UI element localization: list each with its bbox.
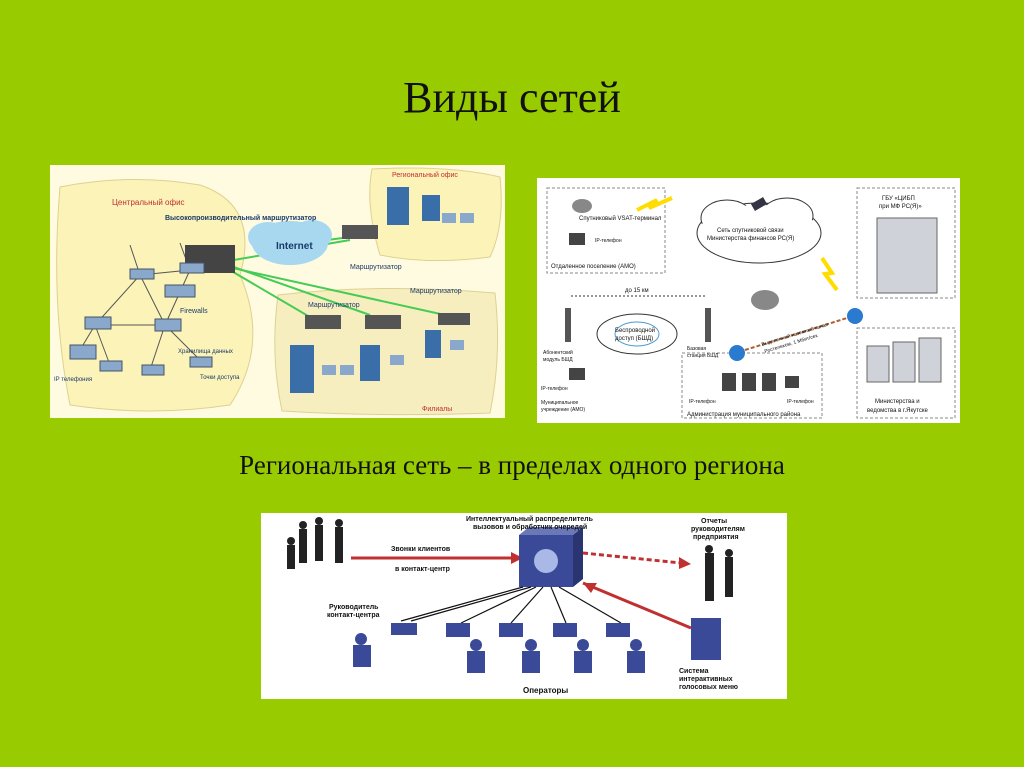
municipal-line1: Муниципальное (541, 400, 578, 406)
wireless-cloud (596, 313, 678, 355)
slide-title: Виды сетей (403, 73, 621, 122)
ministries-line2: ведомства в г.Якутске (867, 408, 929, 414)
vsat-line: Спутниковый VSAT-терминал (579, 215, 662, 222)
manager-line1: Руководитель (329, 604, 379, 611)
enterprise-network-diagram: Internet Центральный офис Высо (50, 165, 505, 418)
gbu-building (876, 217, 938, 294)
wireless-line1: Беспроводной (615, 327, 655, 334)
base-line1: Базовая (687, 346, 706, 352)
calls-line1: Звонки клиентов (391, 546, 451, 553)
terminal-access-label: Точки доступа (200, 375, 240, 381)
wireless-line2: доступ (БШД) (615, 336, 653, 342)
distributor-line2: вызовов и обработчик очередей (473, 523, 587, 531)
base-antenna (705, 308, 711, 342)
reports-line3: предприятия (693, 534, 739, 541)
branches-label: Филиалы (422, 406, 452, 413)
admin-box (681, 352, 823, 419)
internet-label: Internet (276, 241, 313, 252)
satellite-cloud (696, 197, 822, 264)
router-b-label: Маршрутизатор (410, 288, 462, 295)
ministries-box (856, 327, 956, 419)
ministries-line1: Министерства и (875, 399, 920, 405)
router-icon-2 (847, 308, 863, 324)
regional-office-label: Региональный офис (392, 171, 458, 179)
distributor-cube (519, 527, 583, 587)
regional-network-diagram: Сеть спутниковой связи Министерства фина… (537, 178, 960, 423)
storage-label: Хранилища данных (178, 349, 233, 355)
customers-icon (287, 517, 343, 569)
ivr-server (691, 618, 721, 660)
lan-switches (69, 262, 213, 376)
ip-phone-1-label: IP-телефон (595, 238, 622, 244)
sat-net-line1: Сеть спутниковой связи (717, 227, 784, 234)
remote-settlement-box (546, 187, 666, 274)
remote-settlement-label: Отдаленное поселение (АМО) (551, 264, 636, 270)
router-main-label: Высокопроизводительный маршрутизатор (165, 214, 316, 222)
ivr-line1: Система (679, 668, 709, 675)
central-office-label: Центральный офис (112, 198, 185, 207)
manager-icon (353, 623, 417, 667)
slide-subtitle: Региональная сеть – в пределах одного ре… (239, 450, 785, 480)
subscriber-line1: Абонентский (543, 349, 573, 356)
reports-arrow (582, 551, 682, 565)
operator-arrows (400, 586, 622, 624)
gbu-line2: при МФ РС(Я)» (879, 204, 922, 210)
gbu-line1: ГБУ «ЦИБП (882, 196, 915, 202)
ivr-line3: голосовых меню (679, 684, 738, 691)
router-regional (342, 225, 378, 239)
calls-line2: в контакт-центр (395, 566, 450, 573)
manager-line2: контакт-центра (327, 612, 380, 619)
lightning-2 (820, 256, 839, 292)
computers (569, 233, 799, 391)
executives-icon (705, 545, 733, 601)
dish-icon (751, 290, 779, 310)
operators-label: Операторы (523, 686, 568, 695)
municipal-line2: учреждение (АМО) (541, 407, 585, 413)
base-line2: станция БШД (687, 353, 719, 359)
workstations (322, 213, 474, 375)
contact-center-diagram: Звонки клиентов в контакт-центр Интеллек… (261, 513, 787, 699)
router-branch-2 (365, 315, 401, 329)
distributor-line1: Интеллектуальный распределитель (466, 515, 594, 523)
vsat-dish-icon (572, 199, 592, 213)
buildings (290, 187, 441, 393)
ip-phone-2-label: IP-телефон (541, 386, 568, 392)
ministry-buildings (866, 337, 942, 383)
subscriber-line2: модуль БШД (543, 357, 573, 363)
lightning-1 (636, 196, 673, 212)
admin-label: Администрация муниципального района (687, 411, 801, 418)
sat-net-line2: Министерства финансов РС(Я) (707, 236, 794, 242)
router-icon-1 (729, 345, 745, 361)
reports-line2: руководителям (691, 526, 745, 533)
operators-icons (446, 623, 645, 673)
reports-line1: Отчеты (701, 518, 727, 525)
ip-phone-3-label: IP-телефон (689, 399, 716, 405)
ip-phone-4-label: IP-телефон (787, 399, 814, 405)
subscriber-antenna (565, 308, 571, 342)
internet-cloud: Internet (248, 220, 332, 265)
satellite-icon (750, 197, 768, 211)
router-c-label: Маршрутизатор (308, 302, 360, 309)
gbu-box (856, 187, 956, 299)
distance-label: до 15 км (625, 288, 649, 294)
firewalls-label: Firewalls (180, 308, 208, 315)
ivr-arrow (582, 581, 692, 630)
ip-phones-label: IP телефония (54, 377, 92, 383)
router-a-label: Маршрутизатор (350, 264, 402, 271)
router-branch-1 (305, 315, 341, 329)
router-branch-3 (438, 313, 470, 325)
ivr-line2: интерактивных (679, 676, 733, 683)
